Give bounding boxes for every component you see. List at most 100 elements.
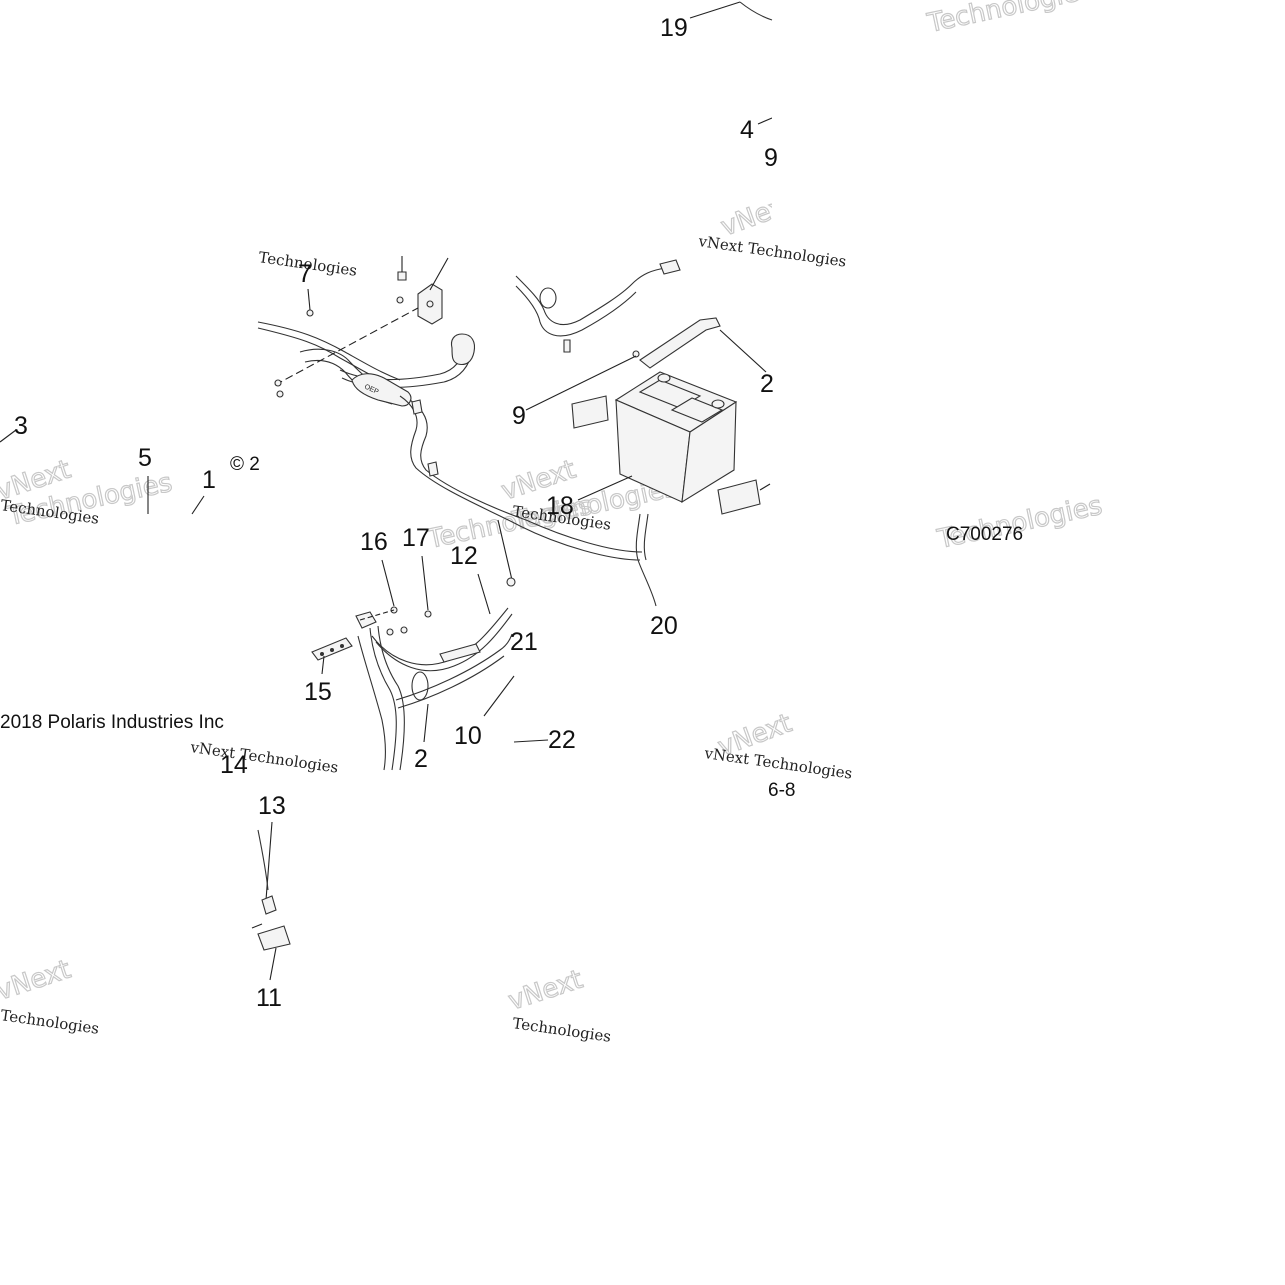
connector-lead [339, 347, 464, 380]
copyright-fragment: © 2 [230, 454, 260, 475]
leader-1 [191, 495, 205, 515]
callout-10: 10 [454, 722, 482, 750]
leader-bracket [429, 257, 449, 291]
callouts: 19 4 9 7 3 5 1 2 9 18 16 17 12 20 21 15 … [14, 14, 778, 1012]
nut [396, 296, 404, 304]
callout-16: 16 [360, 528, 388, 556]
fragment-tick [251, 923, 263, 929]
clamp-11 [257, 925, 291, 951]
leader-15 [321, 655, 325, 675]
leader-19 [689, 1, 741, 19]
fragment-tiles [0, 1, 773, 981]
cable-loop [539, 287, 557, 309]
callout-3: 3 [14, 412, 28, 440]
leader-pad [759, 483, 771, 491]
wm-vnext-bottom-left: vNext Technologies [188, 738, 339, 777]
fragment-cable-13 [257, 829, 269, 891]
nut-a [386, 628, 394, 636]
callout-19: 19 [660, 14, 688, 42]
lower-cable-3 [357, 635, 386, 771]
battery-cell-cover-2 [670, 397, 724, 423]
dash-16 [359, 609, 395, 621]
ground-cable-2 [397, 655, 505, 709]
watermark-next-lower-left: vNext [0, 955, 74, 1007]
terminal-hole-2 [330, 648, 334, 652]
watermark-tech-right: Technologies [934, 491, 1105, 555]
battery-pad-right [717, 479, 761, 515]
callout-20: 20 [650, 612, 678, 640]
harness-clip [427, 461, 439, 477]
battery-cell-cover [638, 379, 702, 409]
callout-22: 22 [548, 726, 576, 754]
callout-11: 11 [256, 984, 282, 1012]
leader-2-bottom [423, 703, 429, 743]
wm-vnext-bottom-right: vNext Technologies [702, 744, 853, 783]
harness-tail [635, 513, 657, 607]
fastener-7 [306, 309, 314, 317]
leader-12 [477, 573, 491, 615]
leader-18 [577, 475, 633, 501]
negative-cable-2 [515, 285, 637, 337]
callout-13: 13 [258, 792, 286, 820]
page-reference: 6-8 [768, 780, 795, 801]
main-harness-cable [257, 321, 401, 381]
connector-boot [450, 333, 476, 366]
hold-down-strap [639, 317, 721, 369]
junction-fastener [506, 577, 516, 587]
crop-masks [258, 0, 932, 256]
callout-21: 21 [510, 628, 538, 656]
callout-12: 12 [450, 542, 478, 570]
harness-clip-2 [411, 399, 423, 415]
ground-cable [395, 633, 513, 701]
washer [274, 379, 282, 387]
inline-fuse [439, 643, 481, 663]
bracket-hole [426, 300, 434, 308]
leader-5-junction [497, 519, 513, 581]
battery-side [681, 400, 737, 504]
bolt-9 [563, 339, 571, 353]
wm-vnext-top-right: vNext Technologies [696, 232, 847, 271]
small-watermarks: vNext Technologies Technologies Technolo… [0, 232, 854, 1046]
positive-cable-2 [375, 613, 513, 672]
callout-5: 5 [138, 444, 152, 472]
callout-14: 14 [220, 751, 248, 779]
leader-10 [483, 675, 515, 717]
copyright-text: 2018 Polaris Industries Inc [0, 712, 224, 733]
battery-post-positive [711, 399, 725, 409]
battery-terminal-lug [659, 259, 681, 275]
washer-2 [276, 390, 284, 398]
leader-strap [719, 329, 767, 373]
battery-post-negative [657, 373, 671, 383]
watermark-tech-top: Technologies [924, 0, 1095, 39]
nut-b [400, 626, 408, 634]
leader-16 [381, 559, 395, 607]
terminal-hole-3 [340, 644, 344, 648]
leader-11 [269, 947, 277, 981]
bolt-17 [424, 610, 432, 618]
wiring-tile-left: OEP [257, 256, 643, 771]
fragment-cable-top [739, 1, 773, 21]
lower-cable [369, 627, 397, 771]
leader-9-mid [525, 355, 637, 411]
battery-harness [399, 395, 641, 561]
battery-harness-2 [409, 399, 643, 553]
leader-17 [421, 555, 429, 611]
leader-13 [265, 821, 273, 901]
leader-3 [0, 429, 17, 443]
battery-tile [515, 259, 771, 607]
crop-mask-b [258, 0, 514, 256]
positive-cable [371, 607, 509, 666]
callout-15: 15 [304, 678, 332, 706]
battery-pad-left [571, 395, 609, 429]
callout-9-top: 9 [764, 144, 778, 172]
leader-7 [307, 288, 311, 311]
callout-4: 4 [740, 116, 754, 144]
crop-mask-a [772, 30, 932, 230]
wm-tech-lower-center: Technologies [511, 1014, 612, 1046]
leader-4 [757, 117, 773, 125]
bolt-head [397, 271, 407, 281]
dash-centerline [274, 307, 419, 386]
fastener-13 [261, 895, 277, 915]
strap-bolt [632, 350, 640, 358]
